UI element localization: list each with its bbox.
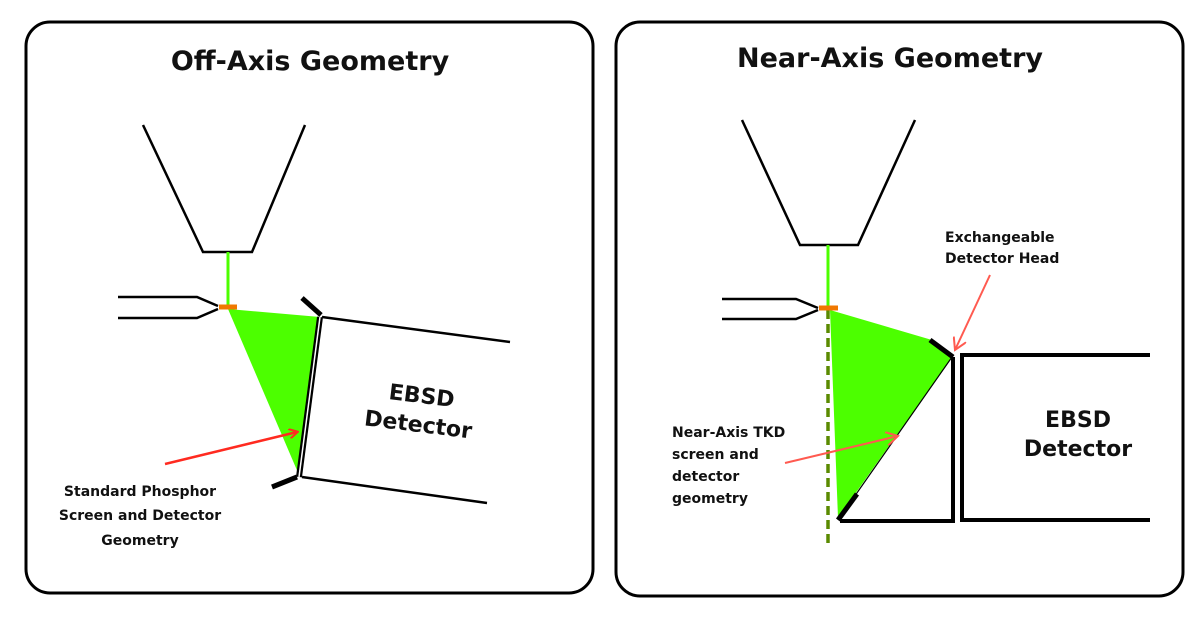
off-axis-panel: Off-Axis Geometry EBSD Detector Standard…	[24, 20, 595, 595]
sample-holder	[118, 295, 219, 308]
svg-text:geometry: geometry	[672, 491, 748, 507]
svg-text:screen and: screen and	[672, 447, 759, 463]
svg-text:EBSD: EBSD	[1045, 408, 1111, 433]
detector-label: EBSD Detector	[1024, 408, 1132, 462]
diffraction-cone	[830, 310, 952, 518]
near-axis-panel: Near-Axis Geometry EBSD Detector Exchang…	[614, 20, 1185, 598]
svg-text:Near-Axis TKD: Near-Axis TKD	[672, 425, 785, 441]
svg-text:Screen and Detector: Screen and Detector	[59, 508, 221, 524]
detector-body	[960, 353, 1150, 522]
head-callout-arrow	[955, 274, 991, 350]
screen-callout-arrow	[784, 436, 898, 464]
screen-edge-top	[300, 296, 323, 317]
panel-title: Near-Axis Geometry	[737, 43, 1043, 74]
detector-bottom	[301, 475, 488, 505]
screen-edge-bottom	[271, 474, 298, 490]
panel-border	[614, 20, 1185, 598]
svg-text:Detector Head: Detector Head	[945, 251, 1059, 267]
detector-head	[840, 357, 955, 523]
sample-holder-lower	[722, 308, 819, 321]
detector-head-edge	[928, 337, 955, 360]
screen-callout: Near-Axis TKD screen and detector geomet…	[672, 425, 785, 507]
svg-text:detector: detector	[672, 469, 739, 485]
head-callout: Exchangeable Detector Head	[945, 230, 1059, 267]
panel-title: Off-Axis Geometry	[171, 46, 450, 77]
sample-holder	[722, 297, 819, 310]
svg-text:Geometry: Geometry	[101, 533, 178, 549]
svg-text:Exchangeable: Exchangeable	[945, 230, 1055, 246]
callout-arrow	[164, 432, 297, 466]
detector-top	[321, 315, 511, 344]
svg-text:Detector: Detector	[1024, 437, 1132, 462]
screen-callout: Standard Phosphor Screen and Detector Ge…	[59, 484, 221, 549]
screen-edge-bottom	[835, 492, 860, 522]
svg-text:Standard Phosphor: Standard Phosphor	[64, 484, 216, 500]
sample-holder-lower	[118, 307, 219, 320]
